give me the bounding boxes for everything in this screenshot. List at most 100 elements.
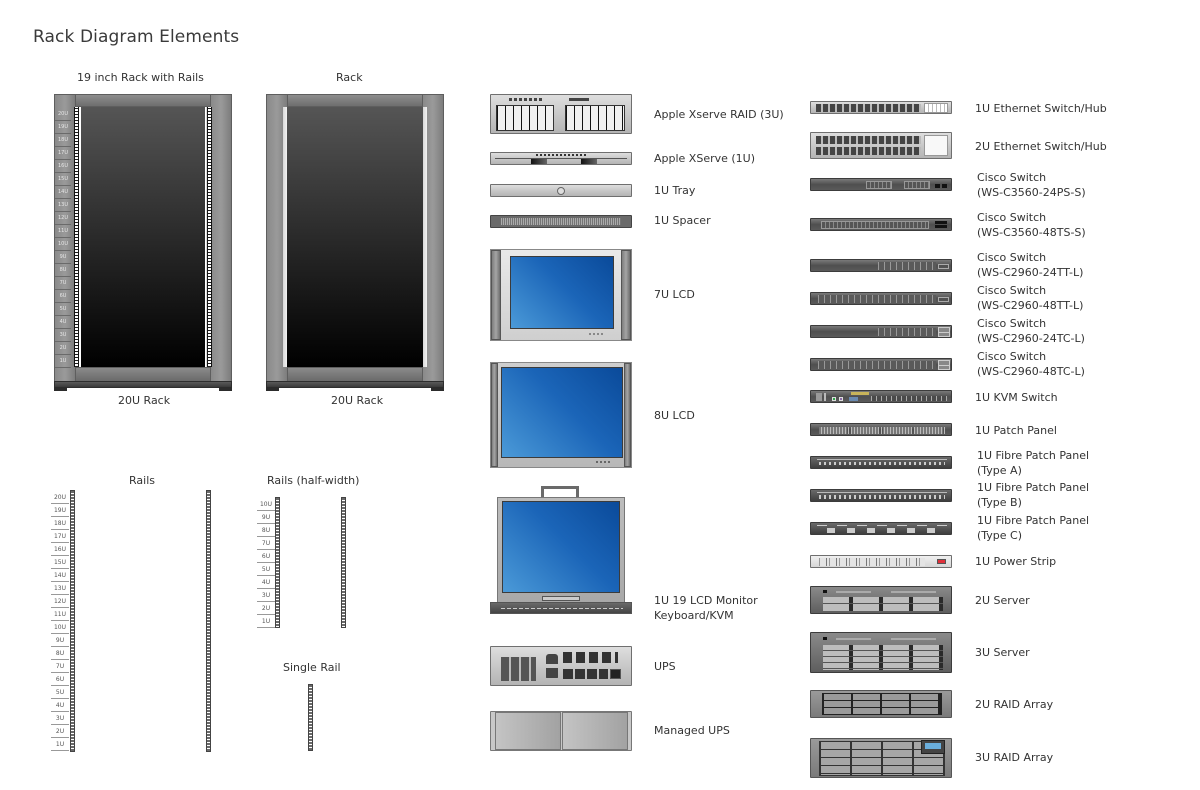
rail-unit-label: 18U bbox=[51, 517, 69, 530]
ethernet-switch-1u-label: 1U Ethernet Switch/Hub bbox=[975, 102, 1107, 115]
rack-unit-label: 20U bbox=[55, 108, 71, 121]
rack-unit-label: 9U bbox=[55, 251, 71, 264]
server-2u-icon[interactable] bbox=[810, 586, 952, 614]
fibre-patch-panel-c-label-line1: 1U Fibre Patch Panel bbox=[977, 514, 1090, 527]
cisco-switch-2960-48tt-label-line1: Cisco Switch bbox=[977, 284, 1047, 297]
rack-unit-label: 12U bbox=[55, 212, 71, 225]
spacer-1u-label: 1U Spacer bbox=[654, 214, 711, 227]
raid-array-2u-icon[interactable] bbox=[810, 690, 952, 718]
lcd-7u-label: 7U LCD bbox=[654, 288, 695, 301]
server-3u-label: 3U Server bbox=[975, 646, 1030, 659]
lcd-keyboard-kvm-label-line2: Keyboard/KVM bbox=[654, 609, 734, 622]
rail-unit-label: 4U bbox=[51, 699, 69, 712]
rails-right-strip[interactable] bbox=[206, 490, 211, 752]
left-rail bbox=[74, 107, 79, 367]
patch-panel-1u-label: 1U Patch Panel bbox=[975, 424, 1057, 437]
page-title: Rack Diagram Elements bbox=[33, 27, 240, 47]
rail-unit-label: 14U bbox=[51, 569, 69, 582]
fibre-patch-panel-b-label-line2: (Type B) bbox=[977, 496, 1022, 509]
ups-label: UPS bbox=[654, 660, 676, 673]
rack-unit-label: 16U bbox=[55, 160, 71, 173]
rails-half-width-heading: Rails (half-width) bbox=[267, 474, 360, 487]
rail-unit-label: 13U bbox=[51, 582, 69, 595]
spacer-1u-icon[interactable] bbox=[490, 215, 632, 228]
rail-unit-label: 1U bbox=[51, 738, 69, 751]
half-rail-unit-label: 5U bbox=[257, 563, 275, 576]
rack-unit-label: 6U bbox=[55, 290, 71, 303]
cisco-switch-3560-24ps-icon[interactable] bbox=[810, 178, 952, 191]
apple-xserve-raid-label: Apple Xserve RAID (3U) bbox=[654, 108, 784, 121]
half-rail-unit-label: 3U bbox=[257, 589, 275, 602]
cisco-switch-3560-24ps-label-line1: Cisco Switch bbox=[977, 171, 1047, 184]
ethernet-switch-2u-icon[interactable] bbox=[810, 132, 952, 159]
managed-ups-icon[interactable] bbox=[490, 711, 632, 751]
kvm-switch-1u-icon[interactable] bbox=[810, 390, 952, 403]
rail-unit-label: 16U bbox=[51, 543, 69, 556]
rails-left-strip[interactable] bbox=[70, 490, 75, 752]
rail-unit-label: 9U bbox=[51, 634, 69, 647]
half-rails-left-strip[interactable] bbox=[275, 497, 280, 628]
lcd-keyboard-kvm-icon[interactable] bbox=[490, 485, 632, 615]
rails-heading: Rails bbox=[129, 474, 155, 487]
apple-xserve-icon[interactable] bbox=[490, 152, 632, 165]
power-strip-1u-icon[interactable] bbox=[810, 555, 952, 568]
lcd-keyboard-kvm-label-line1: 1U 19 LCD Monitor bbox=[654, 594, 758, 607]
fibre-patch-panel-a-label-line1: 1U Fibre Patch Panel bbox=[977, 449, 1090, 462]
cisco-switch-2960-48tc-label-line1: Cisco Switch bbox=[977, 350, 1047, 363]
rack-unit-label: 7U bbox=[55, 277, 71, 290]
rack-unit-label: 13U bbox=[55, 199, 71, 212]
fibre-patch-panel-a-icon[interactable] bbox=[810, 456, 952, 469]
kvm-switch-1u-label: 1U KVM Switch bbox=[975, 391, 1058, 404]
tray-1u-label: 1U Tray bbox=[654, 184, 696, 197]
fibre-patch-panel-c-label-line2: (Type C) bbox=[977, 529, 1023, 542]
half-rail-unit-label: 8U bbox=[257, 524, 275, 537]
rack-unit-label: 2U bbox=[55, 342, 71, 355]
half-rail-unit-label: 7U bbox=[257, 537, 275, 550]
rack-unit-label: 5U bbox=[55, 303, 71, 316]
rack-shape[interactable] bbox=[266, 94, 444, 392]
cisco-switch-2960-24tc-label-line1: Cisco Switch bbox=[977, 317, 1047, 330]
lcd-7u-icon[interactable] bbox=[490, 249, 632, 341]
rack-caption: 20U Rack bbox=[331, 394, 384, 407]
apple-xserve-raid-icon[interactable] bbox=[490, 94, 632, 134]
patch-panel-1u-icon[interactable] bbox=[810, 423, 952, 436]
fibre-patch-panel-b-icon[interactable] bbox=[810, 489, 952, 502]
cisco-switch-2960-24tt-label-line2: (WS-C2960-24TT-L) bbox=[977, 266, 1084, 279]
fibre-patch-panel-a-label-line2: (Type A) bbox=[977, 464, 1022, 477]
server-3u-icon[interactable] bbox=[810, 632, 952, 673]
rail-unit-label: 15U bbox=[51, 556, 69, 569]
fibre-patch-panel-c-icon[interactable] bbox=[810, 522, 952, 535]
ups-icon[interactable] bbox=[490, 646, 632, 686]
rack-unit-label: 11U bbox=[55, 225, 71, 238]
raid-array-3u-icon[interactable] bbox=[810, 738, 952, 778]
half-rail-unit-label: 10U bbox=[257, 498, 275, 511]
single-rail-heading: Single Rail bbox=[283, 661, 341, 674]
cisco-switch-2960-24tc-icon[interactable] bbox=[810, 325, 952, 338]
cisco-switch-2960-48tc-label-line2: (WS-C2960-48TC-L) bbox=[977, 365, 1085, 378]
cisco-switch-2960-48tt-icon[interactable] bbox=[810, 292, 952, 305]
rail-unit-label: 3U bbox=[51, 712, 69, 725]
rail-unit-label: 20U bbox=[51, 491, 69, 504]
cisco-switch-3560-48ts-label-line2: (WS-C3560-48TS-S) bbox=[977, 226, 1086, 239]
single-rail-strip[interactable] bbox=[308, 684, 313, 751]
cisco-switch-3560-48ts-icon[interactable] bbox=[810, 218, 952, 231]
rail-unit-label: 8U bbox=[51, 647, 69, 660]
rack-unit-label: 19U bbox=[55, 121, 71, 134]
tray-1u-icon[interactable] bbox=[490, 184, 632, 197]
ethernet-switch-2u-label: 2U Ethernet Switch/Hub bbox=[975, 140, 1107, 153]
lcd-8u-label: 8U LCD bbox=[654, 409, 695, 422]
rail-unit-label: 7U bbox=[51, 660, 69, 673]
cisco-switch-2960-48tc-icon[interactable] bbox=[810, 358, 952, 371]
ethernet-switch-1u-icon[interactable] bbox=[810, 101, 952, 114]
rack-unit-label: 1U bbox=[55, 355, 71, 368]
rack-with-rails-caption: 20U Rack bbox=[118, 394, 171, 407]
rail-unit-label: 5U bbox=[51, 686, 69, 699]
rack-unit-label: 4U bbox=[55, 316, 71, 329]
cisco-switch-2960-24tt-icon[interactable] bbox=[810, 259, 952, 272]
rack-unit-label: 17U bbox=[55, 147, 71, 160]
half-rails-right-strip[interactable] bbox=[341, 497, 346, 628]
rail-unit-label: 6U bbox=[51, 673, 69, 686]
lcd-8u-icon[interactable] bbox=[490, 362, 632, 468]
